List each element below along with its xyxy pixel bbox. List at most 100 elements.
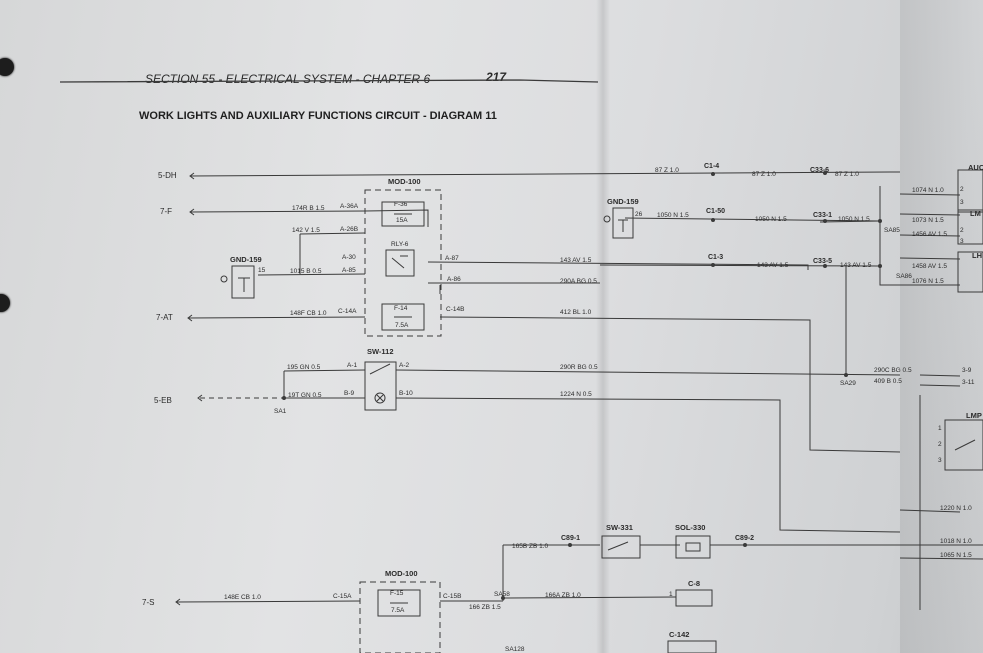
wire-87z-a: 87 Z 1.0 <box>655 167 679 174</box>
signal-7-at: 7-AT <box>156 313 173 322</box>
wire-143-b: 143 AV 1.5 <box>757 262 789 269</box>
label-rly6: RLY-6 <box>391 241 409 248</box>
label-sa85: SA85 <box>884 227 900 234</box>
wire-143-c: 143 AV 1.5 <box>840 262 872 269</box>
right-pin-3b: 3 <box>960 238 964 245</box>
label-auc: AUC <box>968 163 983 172</box>
pin-gnd-right: 26 <box>635 211 643 218</box>
pin-a30: A-30 <box>342 254 356 261</box>
wire-148f: 148F CB 1.0 <box>290 310 327 317</box>
pin-c15a: C-15A <box>333 593 352 600</box>
lamp-symbol <box>374 392 386 404</box>
pin-c15b: C-15B <box>443 593 461 600</box>
right-pin-2c: 2 <box>938 441 942 448</box>
wire-19t: 19T GN 0.5 <box>288 392 322 399</box>
wire-1065: 1065 N 1.5 <box>940 552 972 559</box>
label-sa128: SA128 <box>505 646 525 653</box>
ground-left-box <box>231 265 255 299</box>
pin-a1: A-1 <box>347 362 358 369</box>
right-pin-2b: 2 <box>960 227 964 234</box>
label-lm: LM <box>970 209 981 218</box>
wire-1074: 1074 N 1.0 <box>912 187 944 194</box>
label-f36-rating: 15A <box>396 217 408 224</box>
label-mod100-top: MOD-100 <box>388 177 421 186</box>
switch-sw331-symbol <box>607 541 629 551</box>
switch-sw112-symbol <box>369 363 391 375</box>
wire-1050-b: 1050 N 1.5 <box>755 216 787 223</box>
component-auc-box <box>957 169 983 213</box>
fold-out-edge <box>900 0 983 653</box>
binder-hole-top <box>0 58 14 76</box>
switch-sw112-box <box>364 361 397 411</box>
pin-gnd-left: 15 <box>258 267 266 274</box>
label-f14: F-14 <box>394 305 408 312</box>
module-box-bottom <box>359 581 441 653</box>
ground-right-symbol <box>618 219 628 232</box>
pin-c14a: C-14A <box>338 308 357 315</box>
wire-166: 166 ZB 1.5 <box>469 604 501 611</box>
wire-1076: 1076 N 1.5 <box>912 278 944 285</box>
label-c33-1: C33-1 <box>813 212 832 219</box>
label-sw112: SW-112 <box>367 347 394 356</box>
wire-1018: 1018 N 1.0 <box>940 538 972 545</box>
wire-290r: 290R BG 0.5 <box>560 364 598 371</box>
connector-c142-box <box>667 640 717 653</box>
label-c8: C-8 <box>688 579 700 588</box>
wire-195: 195 GN 0.5 <box>287 364 321 371</box>
pin-a85: A-85 <box>342 267 356 274</box>
label-c33-5: C33-5 <box>813 258 832 265</box>
pin-c8: 1 <box>669 591 673 598</box>
label-sa58: SA58 <box>494 591 510 598</box>
wire-1015: 1015 B 0.5 <box>290 268 322 275</box>
wire-142: 142 V 1.5 <box>292 227 320 234</box>
binder-hole-middle <box>0 294 10 312</box>
wire-87z-b: 87 Z 1.0 <box>752 171 776 178</box>
ground-right-box <box>612 207 634 239</box>
label-lh: LH <box>972 251 982 260</box>
wire-148e: 148E CB 1.0 <box>224 594 261 601</box>
wire-1220: 1220 N 1.0 <box>940 505 972 512</box>
wire-165b: 165B ZB 1.0 <box>512 543 549 550</box>
lmp-switch-symbol <box>954 439 976 451</box>
wire-1224: 1224 N 0.5 <box>560 391 592 398</box>
label-sw331: SW-331 <box>606 523 633 532</box>
wire-409: 409 B 0.5 <box>874 378 902 385</box>
label-c1-50: C1-50 <box>706 208 725 215</box>
right-pin-3-11: 3-11 <box>962 379 975 386</box>
pin-a36a: A-36A <box>340 203 359 210</box>
ground-left-symbol <box>238 277 250 292</box>
section-header: SECTION 55 - ELECTRICAL SYSTEM - CHAPTER… <box>145 72 431 86</box>
wire-1073: 1073 N 1.5 <box>912 217 944 224</box>
relay-contact-symbol <box>391 255 408 269</box>
ground-right-terminal <box>603 215 611 223</box>
wire-174r: 174R B 1.5 <box>292 205 325 212</box>
pin-b9: B-9 <box>344 390 355 397</box>
right-pin-3a: 3 <box>960 199 964 206</box>
label-c142: C-142 <box>669 630 689 639</box>
label-c89-1: C89-1 <box>561 535 580 542</box>
pin-b10: B-10 <box>399 390 413 397</box>
pin-c14b: C-14B <box>446 306 464 313</box>
label-sol330: SOL-330 <box>675 523 705 532</box>
wire-412: 412 BL 1.0 <box>560 309 592 316</box>
signal-7-s: 7-S <box>142 598 154 607</box>
label-lmp: LMP <box>966 411 982 420</box>
connector-c8-box <box>675 589 713 607</box>
component-lh-box <box>957 251 983 293</box>
label-f36: F-36 <box>394 201 408 208</box>
fuse-f36-box <box>381 201 425 227</box>
wire-143-a: 143 AV 1.5 <box>560 257 592 264</box>
component-lm-box <box>957 209 983 245</box>
label-gnd159-left: GND-159 <box>230 255 262 264</box>
label-f15-rating: 7.5A <box>391 607 405 614</box>
right-pin-2a: 2 <box>960 186 964 193</box>
wire-1456: 1456 AV 1.5 <box>912 231 947 238</box>
label-c33-6: C33-6 <box>810 167 829 174</box>
wire-166a: 166A ZB 1.0 <box>545 592 581 599</box>
label-sa86: SA86 <box>896 273 912 280</box>
label-mod100-bottom: MOD-100 <box>385 569 418 578</box>
label-gnd159-right: GND-159 <box>607 197 639 206</box>
wire-87z-c: 87 Z 1.0 <box>835 171 859 178</box>
